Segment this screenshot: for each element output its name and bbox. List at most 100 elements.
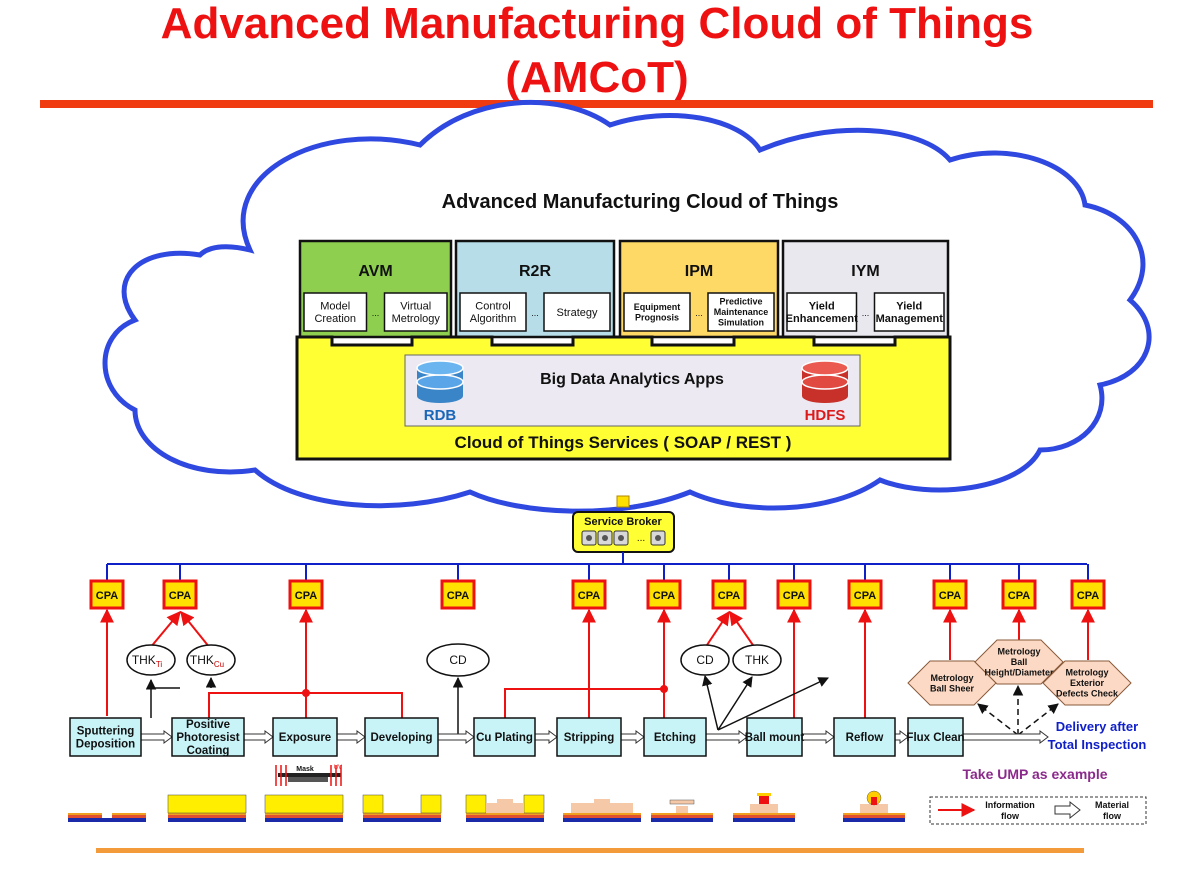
- material-flow-arrows: [140, 730, 1049, 744]
- svg-text:CPA: CPA: [578, 590, 600, 602]
- svg-text:CPA: CPA: [854, 590, 876, 602]
- svg-text:Yield: Yield: [896, 301, 922, 313]
- svg-text:UV: UV: [334, 765, 342, 771]
- module-r2r: R2RControlAlgorithmStrategy...: [454, 239, 616, 339]
- svg-text:Simulation: Simulation: [718, 318, 764, 328]
- svg-text:...: ...: [862, 308, 870, 318]
- svg-text:Flux Clean: Flux Clean: [906, 732, 964, 744]
- svg-text:Photoresist: Photoresist: [176, 732, 239, 744]
- material-arrow: [894, 730, 909, 744]
- module-item-box: [383, 292, 448, 332]
- svg-text:Ball mount: Ball mount: [745, 732, 805, 744]
- cloud-heading: Advanced Manufacturing Cloud of Things: [442, 191, 839, 213]
- svg-text:CD: CD: [449, 653, 467, 667]
- svg-text:CPA: CPA: [295, 590, 317, 602]
- delivery-label-2: Total Inspection: [1048, 737, 1147, 752]
- svg-text:Positive: Positive: [186, 719, 230, 731]
- svg-text:Equipment: Equipment: [634, 302, 681, 312]
- svg-text:Metrology: Metrology: [930, 673, 973, 683]
- process-step: Exposure: [272, 717, 338, 757]
- module-title: IYM: [851, 263, 879, 280]
- svg-text:Height/Diameter: Height/Diameter: [984, 668, 1054, 678]
- wafer-cross-section: [167, 794, 247, 822]
- svg-text:CPA: CPA: [939, 590, 961, 602]
- information-flow-lines: [100, 608, 1095, 718]
- page-title: Advanced Manufacturing Cloud of Things: [160, 0, 1034, 48]
- services-platform: Big Data Analytics Apps Cloud of Things …: [295, 335, 952, 461]
- svg-text:Deposition: Deposition: [76, 739, 135, 751]
- material-arrow: [437, 730, 475, 744]
- module-avm: AVMModelCreationVirtualMetrology...: [298, 239, 453, 339]
- cpa-node: CPA: [711, 564, 747, 610]
- material-arrow: [962, 730, 1049, 744]
- svg-text:Virtual: Virtual: [400, 301, 431, 313]
- module-item-box: [873, 292, 945, 332]
- svg-text:Mask: Mask: [296, 766, 314, 773]
- wafer-cross-section: [651, 799, 713, 822]
- svg-text:CPA: CPA: [1077, 590, 1099, 602]
- cpa-node: CPA: [89, 564, 125, 610]
- mask-exposure-icon: Mask UV: [275, 765, 342, 786]
- sensor-thk-etching: THK: [732, 644, 782, 676]
- material-arrow: [534, 730, 558, 744]
- wafer-cross-section: [362, 794, 442, 822]
- svg-text:Algorithm: Algorithm: [470, 313, 516, 325]
- material-arrow: [243, 730, 274, 744]
- process-step: Cu Plating: [473, 717, 536, 757]
- module-ipm: IPMEquipmentPrognosisPredictiveMaintenan…: [618, 239, 780, 339]
- process-step: Stripping: [556, 717, 622, 757]
- server-icon: [650, 530, 666, 546]
- svg-text:THK: THK: [745, 653, 769, 667]
- svg-text:Defects Check: Defects Check: [1056, 689, 1119, 699]
- footer-line: [96, 848, 1084, 853]
- big-data-label: Big Data Analytics Apps: [540, 371, 724, 388]
- server-icon: [613, 530, 629, 546]
- wafer-cross-section: [733, 793, 795, 822]
- svg-text:...: ...: [531, 308, 539, 318]
- material-arrow: [336, 730, 366, 744]
- rdb-database-icon: [416, 360, 464, 403]
- module-iym: IYMYieldEnhancementYieldManagement...: [781, 239, 950, 339]
- connector-icon: [616, 495, 630, 508]
- svg-text:Reflow: Reflow: [846, 732, 884, 744]
- material-arrow: [620, 730, 645, 744]
- svg-text:CPA: CPA: [1008, 590, 1030, 602]
- svg-text:Metrology: Metrology: [1065, 668, 1108, 678]
- material-arrow: [705, 730, 748, 744]
- svg-text:CPA: CPA: [447, 590, 469, 602]
- server-icon: [597, 530, 613, 546]
- broker-ellipsis: ...: [637, 533, 645, 544]
- svg-text:Control: Control: [475, 301, 510, 313]
- service-broker: Service Broker ...: [572, 511, 675, 553]
- server-icon: [581, 530, 597, 546]
- svg-text:Ball: Ball: [1011, 657, 1028, 667]
- wafer-cross-section: [68, 813, 146, 822]
- module-item-box: [707, 292, 775, 332]
- material-arrow: [140, 730, 173, 744]
- delivery-label-1: Delivery after: [1056, 719, 1138, 734]
- svg-text:Developing: Developing: [371, 732, 433, 744]
- svg-text:THKCu: THKCu: [190, 653, 224, 669]
- service-broker-label: Service Broker: [584, 516, 662, 528]
- sensor-cd: CD: [426, 643, 490, 677]
- svg-text:...: ...: [372, 308, 380, 318]
- module-item-box: [459, 292, 527, 332]
- page-subtitle: (AMCoT): [505, 53, 689, 102]
- title-underline: [40, 100, 1153, 108]
- sensor-thk-cu: THKCu: [186, 644, 236, 676]
- svg-text:Ball Sheer: Ball Sheer: [930, 683, 975, 693]
- svg-text:Metrology: Metrology: [392, 313, 441, 325]
- cpa-node: CPA: [1070, 564, 1106, 610]
- wafer-cross-section: [843, 790, 905, 822]
- process-step: Etching: [643, 717, 707, 757]
- flow-legend: Information flow Material flow: [929, 796, 1147, 825]
- svg-text:flow: flow: [1103, 811, 1122, 821]
- module-item-box: [623, 292, 691, 332]
- svg-text:CD: CD: [696, 653, 714, 667]
- svg-text:Maintenance: Maintenance: [714, 307, 769, 317]
- cpa-node: CPA: [288, 564, 324, 610]
- module-item-box: [786, 292, 858, 332]
